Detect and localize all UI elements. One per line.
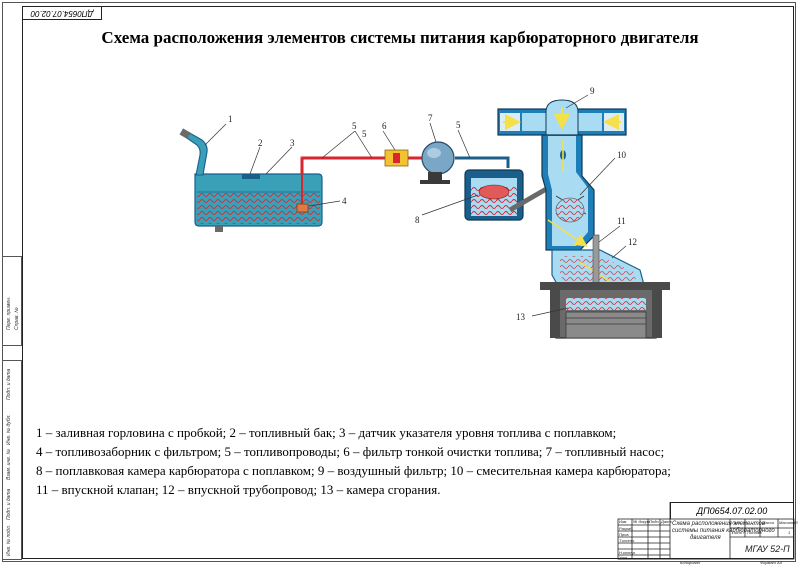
fuel-system-diagram: 1 2 3 4 5 5 6 7 5 8 9 10 11 12 13	[179, 86, 670, 339]
callout-5a: 5	[352, 121, 357, 131]
fuel-pickup	[296, 174, 309, 213]
tb-row-utv: Утв.	[619, 555, 629, 560]
callout-6: 6	[382, 121, 387, 131]
legend-line-1: 1 – заливная горловина с пробкой; 2 – то…	[36, 425, 617, 440]
callout-5b: 5	[362, 129, 367, 139]
tb-col-scale: Масштаб	[779, 520, 798, 525]
callout-2: 2	[258, 138, 263, 148]
tb-sheets-label: Листов	[747, 530, 762, 535]
callout-8: 8	[415, 215, 420, 225]
callout-leaders	[204, 94, 627, 317]
tb-row-prov: Пров.	[619, 532, 630, 537]
mixing-chamber	[541, 134, 595, 251]
side-label-inv-podl: Инв. № подл.	[6, 524, 12, 556]
tb-name-line-1: Схема расположения элементов	[672, 521, 766, 527]
side-strip-lower	[2, 360, 22, 560]
title-block-doc-code: ДП0654.07.02.00	[696, 506, 768, 516]
callout-13: 13	[516, 312, 526, 322]
tb-col-podp: Подп.	[649, 519, 660, 524]
side-strip-upper	[2, 256, 22, 346]
fine-fuel-filter	[384, 149, 409, 167]
sheet-title: Схема расположения элементов системы пит…	[101, 28, 699, 47]
filler-neck	[179, 128, 208, 176]
tb-col-ndokum: № докум.	[633, 519, 651, 524]
title-block-doc-code-box: ДП0654.07.02.00	[670, 502, 794, 519]
legend-line-2: 4 – топливозаборник с фильтром; 5 – топл…	[36, 444, 665, 459]
side-label-vzam-inv: Взам. инв. №	[6, 449, 12, 480]
tb-organization: МГАУ 52-П	[745, 544, 790, 554]
tb-row-nkontr: Н.контр.	[619, 550, 636, 555]
legend-line-4: 11 – впускной клапан; 12 – впускной труб…	[36, 482, 441, 497]
callout-labels: 1 2 3 4 5 5 6 7 5 8 9 10 11 12 13	[228, 86, 637, 322]
callout-10: 10	[617, 150, 627, 160]
combustion-chamber	[540, 282, 670, 339]
fuel-lines	[300, 156, 510, 174]
air-filter	[497, 99, 627, 136]
tb-row-tkontr: Т.контр.	[619, 538, 636, 543]
legend-line-3: 8 – поплавковая камера карбюратора с поп…	[36, 463, 671, 478]
tb-name-line-2: системы питания карбюраторного	[672, 528, 775, 534]
callout-11: 11	[617, 216, 626, 226]
side-label-podp-data-2: Подп. и дата	[6, 488, 12, 520]
tb-name-line-3: двигателя	[690, 535, 721, 541]
fuel-pump	[420, 141, 455, 184]
level-sensor	[242, 174, 260, 179]
tb-sheet-label: Лист	[732, 530, 743, 535]
legend: 1 – заливная горловина с пробкой; 2 – то…	[36, 423, 776, 499]
callout-9: 9	[590, 86, 595, 96]
tb-sheets-count: 1	[788, 530, 791, 535]
tb-row-razrab: Разраб.	[619, 526, 634, 531]
callout-7: 7	[428, 113, 433, 123]
callout-1: 1	[228, 114, 233, 124]
callout-3: 3	[290, 138, 295, 148]
tb-footer-copied: Копировал	[680, 560, 700, 565]
float-chamber	[464, 169, 550, 221]
tb-col-izm: Изм	[619, 519, 627, 524]
sheet-inner-frame	[22, 6, 794, 559]
callout-5c: 5	[456, 120, 461, 130]
callout-4: 4	[342, 196, 347, 206]
callout-12: 12	[628, 237, 637, 247]
tb-footer-format: Формат А4	[760, 560, 782, 565]
tb-col-lit: Лит	[732, 520, 741, 525]
tb-col-data: Дата	[661, 519, 672, 524]
fuel-tank	[194, 173, 323, 232]
tb-col-mass: Масса	[762, 520, 774, 525]
